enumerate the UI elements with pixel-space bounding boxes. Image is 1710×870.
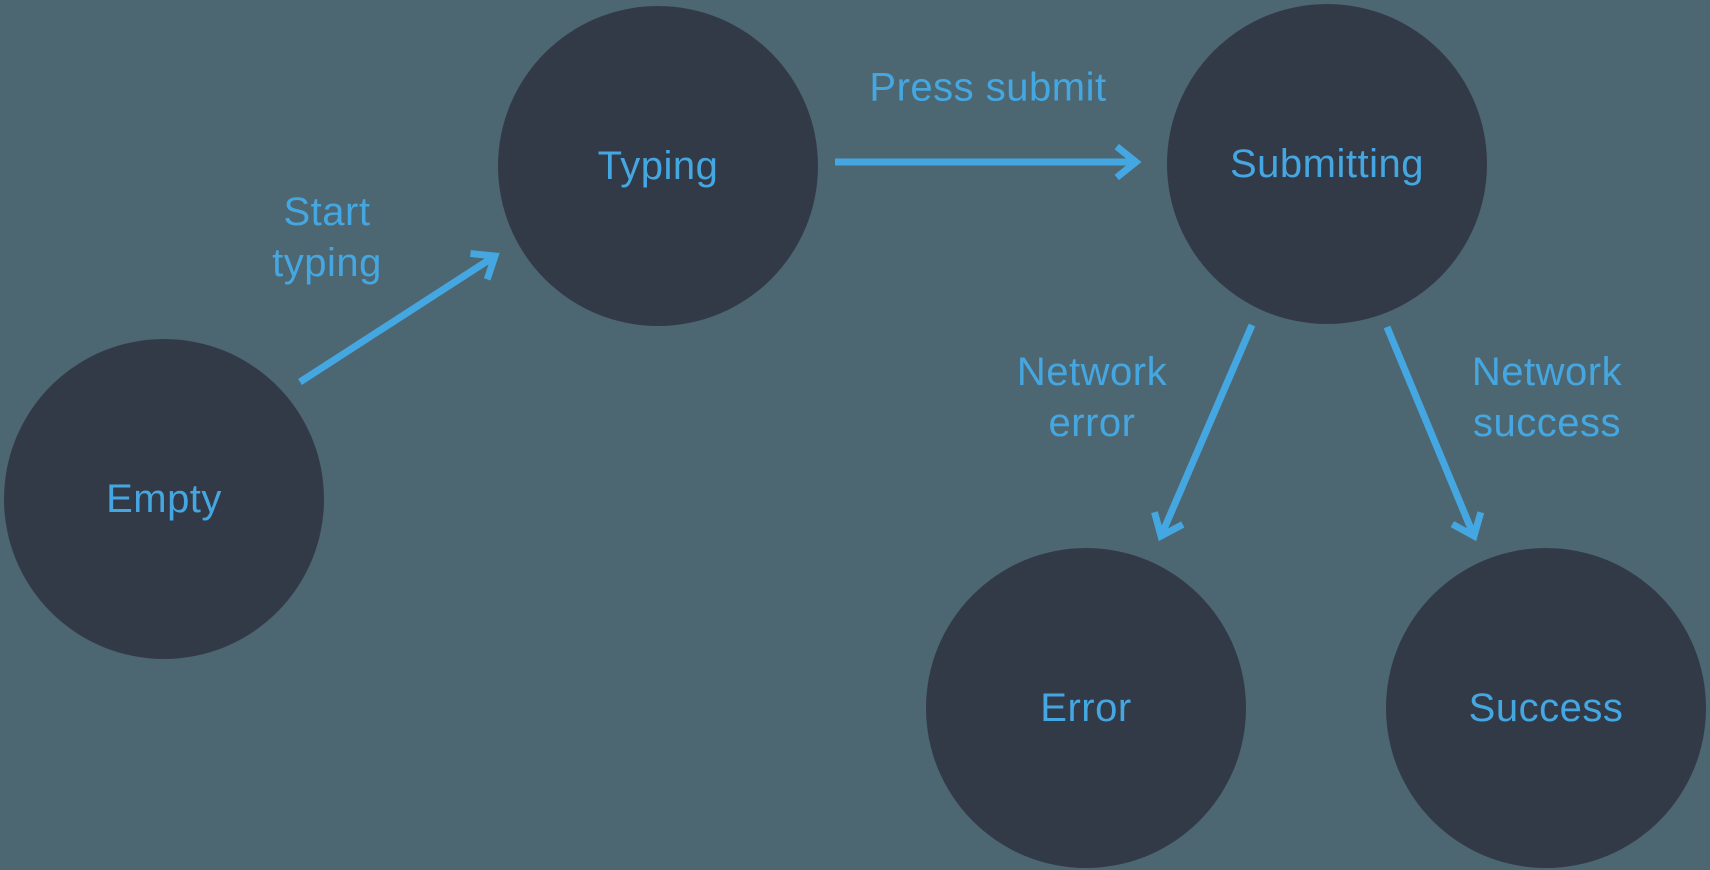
- edge-label-start-typing: Start typing: [272, 187, 382, 289]
- edge-label-line: success: [1472, 401, 1621, 445]
- state-label-submitting: Submitting: [1230, 141, 1424, 186]
- edge-label-line: Press submit: [869, 65, 1107, 110]
- state-label-error: Error: [1040, 685, 1132, 730]
- edge-label-line: error: [1048, 401, 1136, 445]
- edge-label-network-error: Network error: [1017, 347, 1167, 449]
- state-node-success: Success: [1386, 548, 1706, 868]
- edge-label-line: Network: [1471, 350, 1623, 394]
- transition-arrow-network-error: [1151, 323, 1256, 542]
- state-node-submitting: Submitting: [1167, 4, 1487, 324]
- state-node-error: Error: [926, 548, 1246, 868]
- state-label-empty: Empty: [106, 476, 222, 521]
- edge-label-network-success: Network success: [1472, 347, 1622, 449]
- edge-label-line: typing: [272, 241, 382, 285]
- state-node-typing: Typing: [498, 6, 818, 326]
- transition-arrow-start-typing: [298, 250, 500, 385]
- edge-label-line: Network: [1016, 350, 1168, 394]
- state-label-typing: Typing: [597, 143, 719, 188]
- state-node-empty: Empty: [4, 339, 324, 659]
- transition-arrow-network-success: [1383, 325, 1485, 542]
- edge-label-line: Start: [283, 190, 371, 234]
- edge-label-press-submit: Press submit: [869, 63, 1106, 114]
- state-label-success: Success: [1468, 685, 1624, 730]
